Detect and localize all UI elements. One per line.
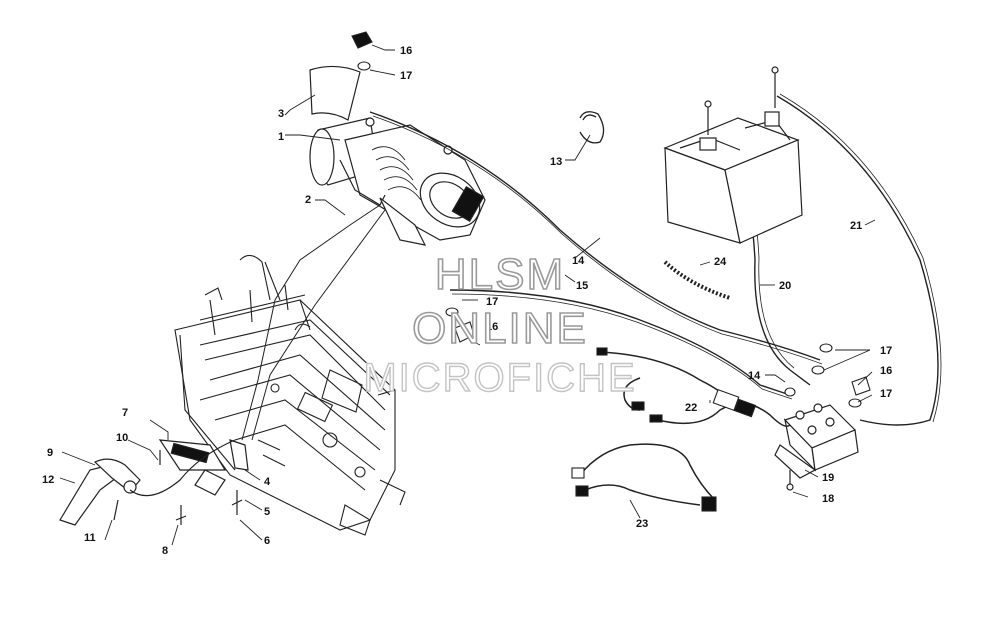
callout-21: 21 xyxy=(850,220,862,232)
callout-17: 17 xyxy=(400,70,412,82)
winch-assembly xyxy=(309,65,486,246)
callout-22: 22 xyxy=(685,402,697,414)
callout-11: 11 xyxy=(84,532,96,544)
callout-14-lower: 14 xyxy=(748,370,761,382)
callout-10: 10 xyxy=(116,432,128,444)
callout-5: 5 xyxy=(264,506,270,518)
leader-lines xyxy=(59,44,876,546)
callout-16-right: 16 xyxy=(880,365,892,377)
callout-labels: 16 17 3 1 13 2 21 14 15 17 16 24 20 17 1… xyxy=(42,45,892,557)
callout-16: 16 xyxy=(400,45,412,57)
watermark-line-2: ONLINE xyxy=(411,303,588,354)
harness-connectors xyxy=(571,347,757,512)
callout-13: 13 xyxy=(550,156,562,168)
callout-17-lower: 17 xyxy=(880,388,892,400)
callout-6: 6 xyxy=(264,535,270,547)
contactor xyxy=(774,403,859,491)
callout-19: 19 xyxy=(822,472,834,484)
callout-7: 7 xyxy=(122,407,128,419)
vehicle-frame xyxy=(174,254,406,536)
callout-12: 12 xyxy=(42,474,54,486)
callout-17-right: 17 xyxy=(880,345,892,357)
callout-17-mid: 17 xyxy=(486,296,498,308)
callout-14-top: 14 xyxy=(572,255,585,267)
callout-15: 15 xyxy=(576,280,588,292)
watermark-line-3: MICROFICHE xyxy=(363,355,637,400)
watermark-line-1: HLSM xyxy=(434,249,566,300)
callout-18: 18 xyxy=(822,493,834,505)
callout-9: 9 xyxy=(47,447,53,459)
battery xyxy=(663,66,803,244)
winch-cables xyxy=(241,204,386,441)
fasteners xyxy=(351,31,871,408)
callout-23: 23 xyxy=(636,518,648,530)
handlebar-control-assembly xyxy=(59,439,249,526)
callout-2: 2 xyxy=(305,194,311,206)
callout-20: 20 xyxy=(779,280,791,292)
callout-1: 1 xyxy=(278,131,284,143)
clip-ring-part xyxy=(579,111,605,144)
callout-24: 24 xyxy=(714,256,727,268)
callout-8: 8 xyxy=(162,545,168,557)
callout-4: 4 xyxy=(264,476,271,488)
callout-3: 3 xyxy=(278,108,284,120)
callout-16-mid: 16 xyxy=(486,321,498,333)
